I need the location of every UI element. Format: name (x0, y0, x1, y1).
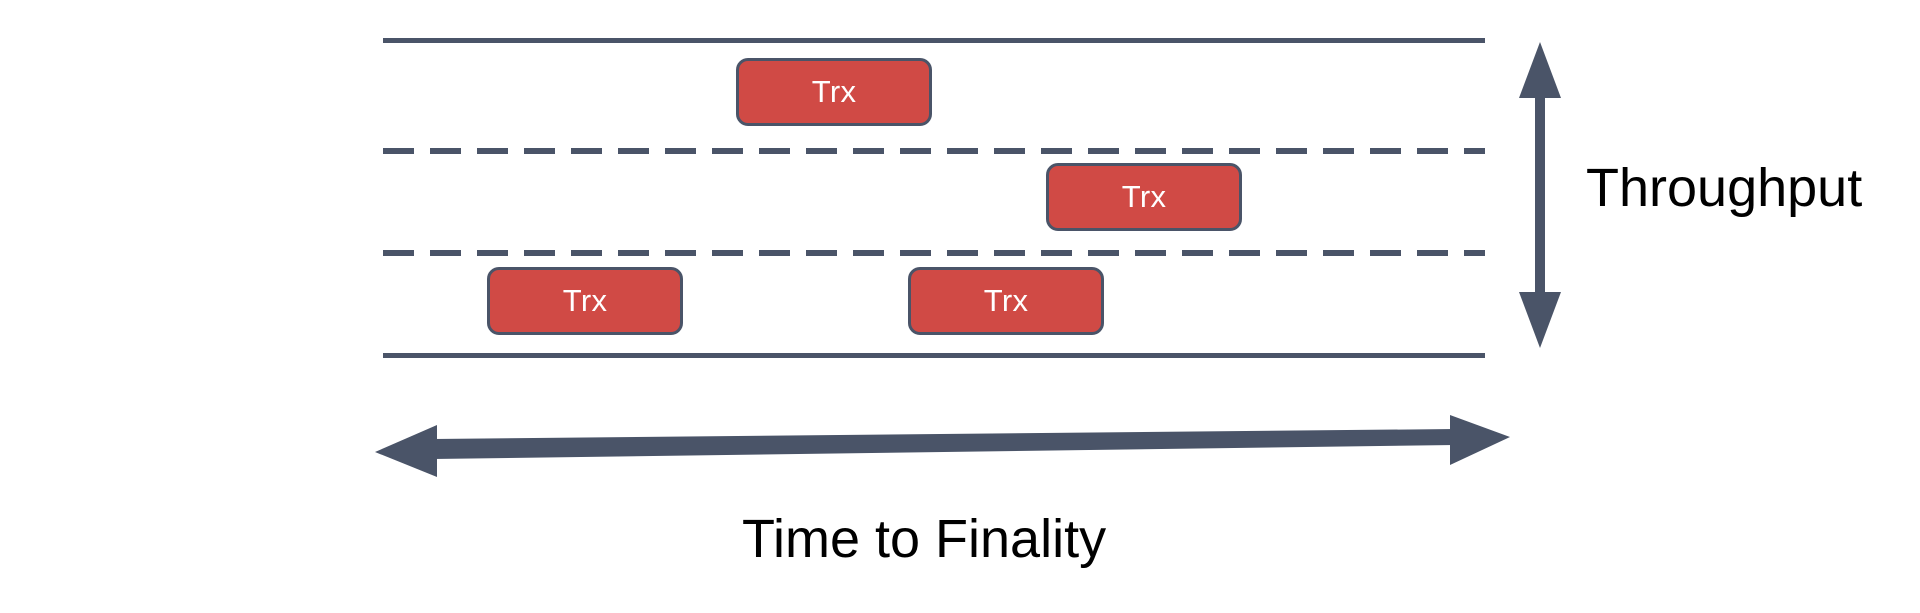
double-arrow-horizontal-icon (375, 415, 1510, 477)
lane-boundary-top (383, 38, 1485, 43)
throughput-axis-label: Throughput (1586, 158, 1863, 218)
transaction-box[interactable]: Trx (487, 267, 683, 335)
lane-divider-upper (383, 148, 1485, 154)
lane-boundary-bottom (383, 353, 1485, 358)
double-arrow-vertical-icon (1519, 42, 1561, 348)
lane-divider-lower (383, 250, 1485, 256)
transaction-box[interactable]: Trx (908, 267, 1104, 335)
transaction-box[interactable]: Trx (1046, 163, 1242, 231)
time-to-finality-axis-label: Time to Finality (742, 509, 1107, 569)
transaction-box[interactable]: Trx (736, 58, 932, 126)
